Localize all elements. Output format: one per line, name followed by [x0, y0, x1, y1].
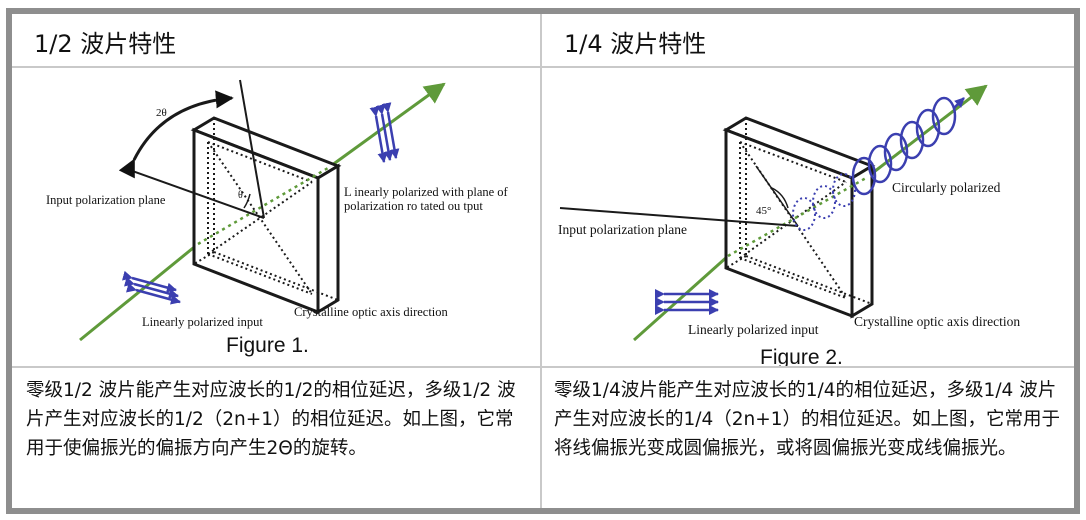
half-wave-diagram: 2θ θ Input polarization plane L inearly …: [46, 79, 509, 357]
input-polarization-arrows: [655, 289, 719, 315]
quarter-wave-diagram: 45° Input polarization plane Circularly …: [558, 84, 1020, 366]
input-plane-label: Input polarization plane: [558, 222, 687, 237]
output-label-line2: polarization ro tated ou tput: [344, 199, 483, 213]
comparison-table: 1/2 波片特性 1/4 波片特性: [6, 8, 1080, 514]
half-wave-title: 1/2 波片特性: [34, 30, 177, 58]
input-plane-label: Input polarization plane: [46, 193, 166, 207]
beam-through-plate: [727, 176, 867, 258]
angle-label: 2θ: [156, 107, 167, 119]
circular-polarization-helix: [851, 96, 965, 196]
figure-2-caption: Figure 2.: [760, 346, 843, 366]
output-label: Circularly polarized: [892, 180, 1001, 195]
column-divider: [540, 14, 542, 508]
quarter-wave-description: 零级1/4波片能产生对应波长的1/4的相位延迟，多级1/4 波片产生对应波长的1…: [554, 380, 1061, 459]
output-polarization-arrows: [369, 102, 400, 163]
output-label-line1: L inearly polarized with plane of: [344, 185, 509, 199]
rotation-arc: [118, 90, 234, 179]
theta-arc: [243, 193, 251, 209]
theta-label: θ: [238, 190, 243, 201]
beam-line: [865, 84, 988, 180]
angle-arc: [771, 187, 789, 209]
axis-label: Crystalline optic axis direction: [294, 305, 449, 319]
circular-polarization-dashed: [792, 173, 856, 231]
input-label: Linearly polarized input: [142, 315, 263, 329]
description-divider: [12, 366, 1074, 368]
table-grid: 1/2 波片特性 1/4 波片特性: [12, 14, 1074, 508]
input-label: Linearly polarized input: [688, 322, 819, 337]
figure-1-caption: Figure 1.: [226, 334, 309, 357]
quarter-wave-title: 1/4 波片特性: [564, 30, 707, 58]
header-divider: [12, 66, 1074, 68]
angle-label: 45°: [756, 205, 771, 217]
half-wave-description: 零级1/2 波片能产生对应波长的1/2的相位延迟，多级1/2 波片产生对应波长的…: [26, 380, 516, 459]
output-polarization-line: [239, 79, 265, 219]
waveplate: [190, 116, 342, 315]
axis-label: Crystalline optic axis direction: [854, 314, 1020, 329]
input-polarization-arrows: [122, 270, 181, 305]
input-polarization-line: [559, 207, 799, 227]
axis-line-45: [755, 165, 799, 227]
waveplate: [722, 116, 876, 319]
beam-line: [327, 82, 446, 170]
